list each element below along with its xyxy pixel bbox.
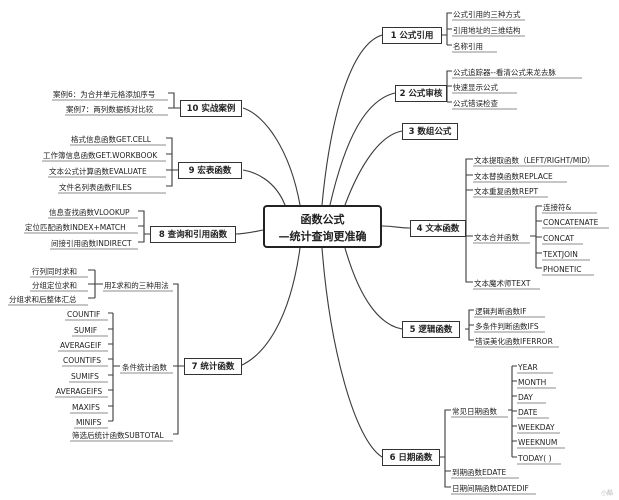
connector-center-b9: [242, 169, 286, 206]
center-subtitle: —统计查询更准确: [278, 230, 367, 243]
connector-center-b3: [344, 130, 403, 206]
b1-item[interactable]: 引用地址的三维结构: [453, 26, 521, 35]
connector-center-b1: [321, 34, 383, 206]
b6-item[interactable]: 常见日期函数: [452, 407, 497, 416]
b9-item[interactable]: 文本公式计算函数EVALUATE: [49, 167, 147, 176]
b6-item[interactable]: 日期间隔函数DATEDIF: [452, 484, 529, 493]
connector-center-b2: [329, 92, 396, 206]
branch-node-5[interactable]: 5 逻辑函数: [402, 321, 460, 338]
b4-merge-item[interactable]: CONCATENATE: [543, 218, 599, 227]
b7-cond-item[interactable]: AVERAGEIF: [60, 341, 102, 350]
b5-item[interactable]: 逻辑判断函数IF: [475, 307, 527, 316]
b7-sum-item[interactable]: 分组定位求和: [32, 281, 77, 290]
b8-item[interactable]: 信息查找函数VLOOKUP: [49, 208, 130, 217]
b7-item[interactable]: 筛选后统计函数SUBTOTAL: [72, 431, 164, 440]
b7-cond-item[interactable]: MINIFS: [76, 418, 102, 427]
b7-sum-item[interactable]: 行列同时求和: [32, 267, 77, 276]
b7-cond-item[interactable]: MAXIFS: [72, 403, 100, 412]
b6-common-item[interactable]: YEAR: [518, 363, 538, 372]
branch-node-6[interactable]: 6 日期函数: [382, 449, 440, 466]
branch-node-1[interactable]: 1 公式引用: [382, 27, 442, 44]
watermark: 小酷: [600, 490, 613, 497]
center-title: 函数公式: [300, 213, 345, 226]
b1-item[interactable]: 公式引用的三种方式: [453, 10, 521, 19]
b9-item[interactable]: 格式信息函数GET.CELL: [71, 135, 151, 144]
b5-item[interactable]: 多条件判断函数IFS: [475, 322, 539, 331]
b4-item[interactable]: 文本魔术师TEXT: [474, 279, 531, 288]
b6-common-item[interactable]: DATE: [518, 408, 538, 417]
b2-item[interactable]: 公式错误检查: [453, 99, 498, 108]
b7-item[interactable]: 用Σ求和的三种用法: [104, 281, 169, 290]
b8-item[interactable]: 间接引用函数INDIRECT: [51, 239, 132, 248]
b5-item[interactable]: 错误美化函数IFERROR: [475, 337, 553, 346]
b1-item[interactable]: 名称引用: [453, 42, 483, 51]
b2-item[interactable]: 快速显示公式: [453, 83, 498, 92]
b10-item[interactable]: 案例6：为合并单元格添加序号: [53, 90, 156, 99]
b7-cond-item[interactable]: AVERAGEIFS: [56, 387, 103, 396]
branch-node-9[interactable]: 9 宏表函数: [178, 162, 242, 179]
b6-common-item[interactable]: WEEKNUM: [518, 438, 558, 447]
b6-item[interactable]: 到期函数EDATE: [452, 468, 507, 477]
connector-center-b6: [321, 247, 383, 458]
b4-item[interactable]: 文本合并函数: [474, 233, 519, 242]
connector-center-b5: [344, 247, 403, 330]
branch-node-8[interactable]: 8 查询和引用函数: [150, 226, 236, 243]
center-topic[interactable]: 函数公式 —统计查询更准确: [263, 205, 382, 248]
b7-cond-item[interactable]: COUNTIF: [67, 310, 101, 319]
branch-node-3[interactable]: 3 数组公式: [402, 123, 458, 140]
b7-item[interactable]: 条件统计函数: [122, 363, 167, 372]
connector-center-b8: [235, 229, 264, 235]
branch-node-10[interactable]: 10 实战案例: [180, 100, 242, 117]
b4-merge-item[interactable]: 连接符&: [543, 203, 572, 212]
b9-item[interactable]: 文件名列表函数FILES: [59, 183, 132, 192]
b6-common-item[interactable]: TODAY( ): [518, 454, 552, 463]
branch-node-7[interactable]: 7 统计函数: [184, 358, 242, 375]
b4-merge-item[interactable]: TEXTJOIN: [543, 250, 578, 259]
b4-item[interactable]: 文本提取函数（LEFT/RIGHT/MID）: [474, 156, 595, 165]
b7-cond-item[interactable]: SUMIFS: [71, 372, 99, 381]
b4-merge-item[interactable]: CONCAT: [543, 234, 575, 243]
b4-merge-item[interactable]: PHONETIC: [543, 265, 582, 274]
connector-center-b7: [239, 247, 301, 367]
branch-node-2[interactable]: 2 公式审核: [395, 85, 447, 102]
b7-cond-item[interactable]: COUNTIFS: [63, 356, 101, 365]
b4-item[interactable]: 文本替换函数REPLACE: [474, 172, 553, 181]
b6-common-item[interactable]: WEEKDAY: [518, 423, 555, 432]
b2-item[interactable]: 公式追踪器--看清公式来龙去脉: [453, 68, 556, 77]
b7-sum-item[interactable]: 分组求和后整体汇总: [9, 295, 77, 304]
b6-common-item[interactable]: DAY: [518, 393, 533, 402]
connector-center-b4: [381, 225, 411, 229]
b9-item[interactable]: 工作簿信息函数GET.WORKBOOK: [43, 151, 158, 160]
b8-item[interactable]: 定位匹配函数INDEX+MATCH: [25, 223, 126, 232]
b4-item[interactable]: 文本重复函数REPT: [474, 187, 539, 196]
b6-common-item[interactable]: MONTH: [518, 378, 547, 387]
branch-node-4[interactable]: 4 文本函数: [410, 220, 466, 237]
b10-item[interactable]: 案例7：两列数据核对比较: [66, 105, 154, 114]
b7-cond-item[interactable]: SUMIF: [74, 326, 98, 335]
connector-center-b10: [242, 107, 301, 206]
